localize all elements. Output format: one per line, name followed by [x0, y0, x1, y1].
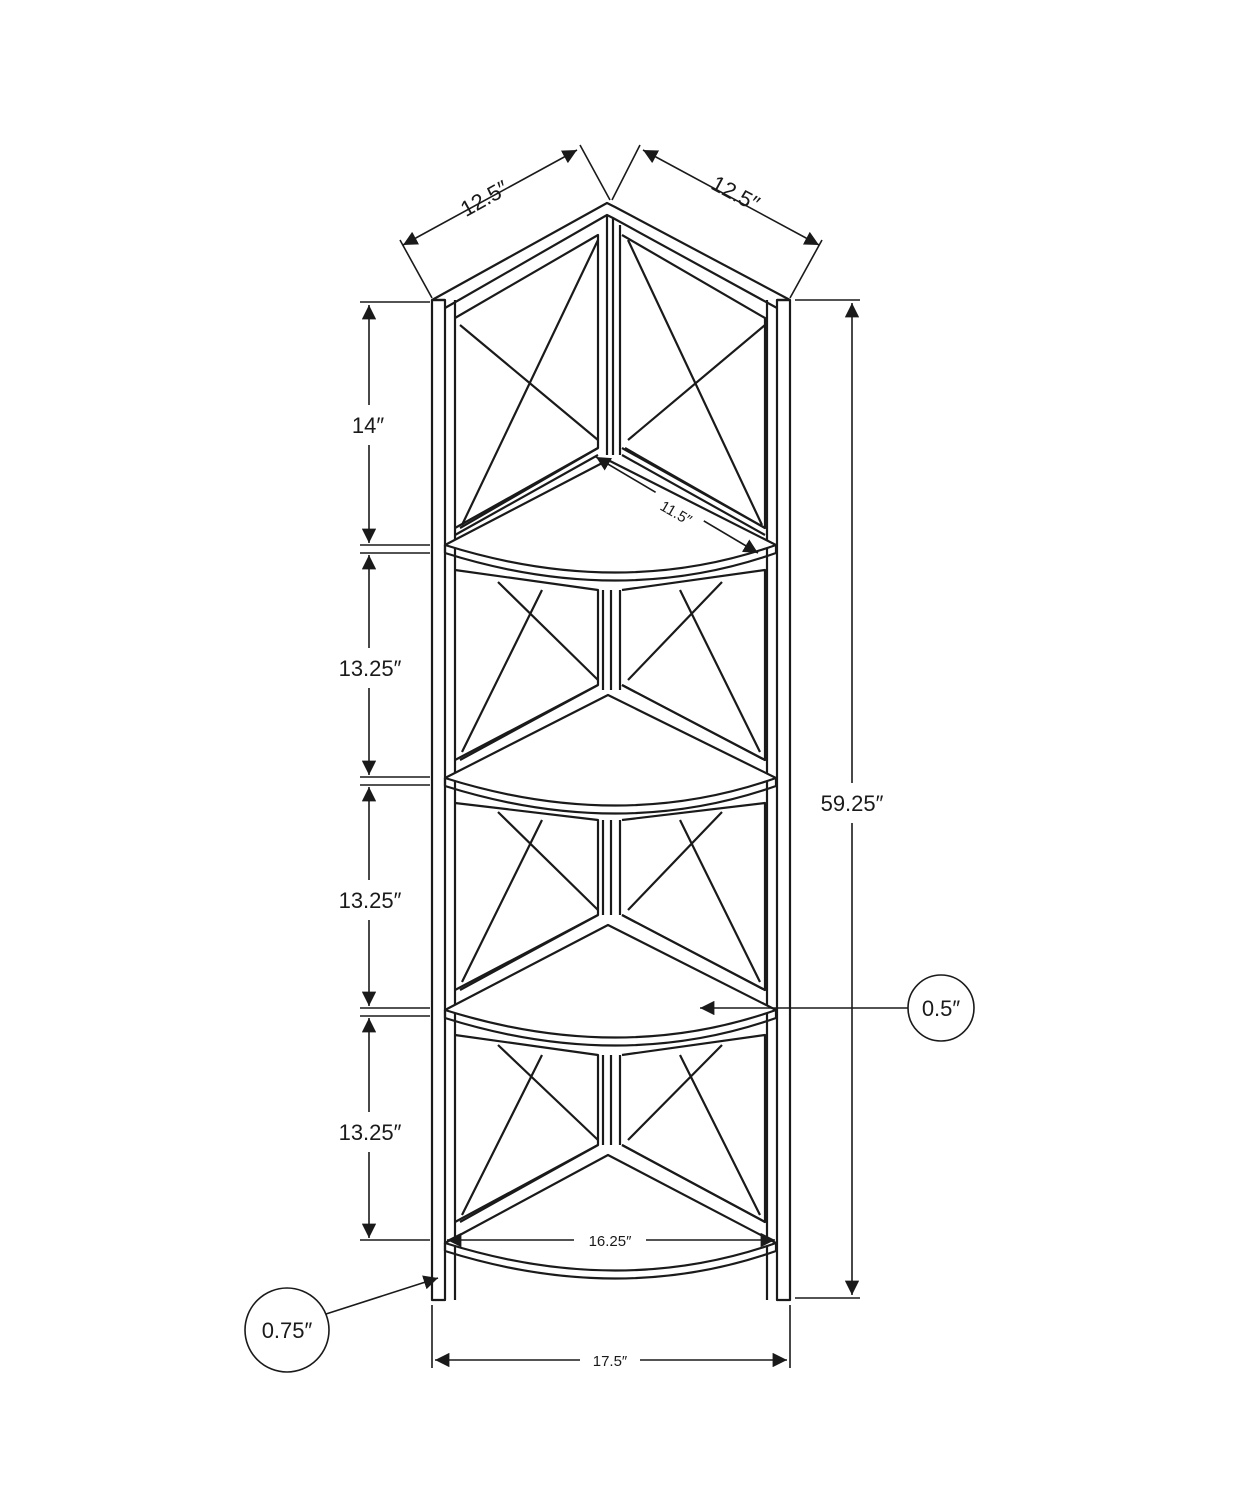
top-section-label: 14″ [352, 413, 384, 438]
right-leg [775, 298, 792, 1302]
top-left-panel [454, 233, 600, 529]
right-depth-dim [642, 149, 820, 246]
leg-width-leader [325, 1275, 439, 1315]
shelf-1 [443, 458, 778, 574]
shelf-2 [443, 693, 778, 807]
section-4-label: 13.25″ [339, 1120, 402, 1145]
left-depth-label: 12.5″ [456, 175, 513, 222]
shelf-3 [443, 923, 778, 1039]
left-depth-dim [402, 149, 578, 246]
roof-inner [444, 213, 778, 309]
total-height-label: 59.25″ [821, 791, 884, 816]
overall-width-label: 17.5″ [593, 1353, 628, 1370]
shelf-thickness-label: 0.5″ [922, 996, 961, 1021]
shelf-frame [430, 201, 792, 1302]
section-2-label: 13.25″ [339, 656, 402, 681]
roof-outer [431, 201, 791, 301]
left-leg [430, 298, 447, 1302]
right-depth-label: 12.5″ [707, 170, 764, 216]
section-3-label: 13.25″ [339, 888, 402, 913]
center-post [605, 215, 622, 455]
bottom-width-label: 16.25″ [589, 1233, 633, 1250]
shelf-bottom [443, 1153, 778, 1272]
shelf-thickness-bubble [907, 974, 975, 1042]
leg-width-label: 0.75″ [262, 1318, 313, 1343]
leg-width-bubble [244, 1287, 330, 1373]
